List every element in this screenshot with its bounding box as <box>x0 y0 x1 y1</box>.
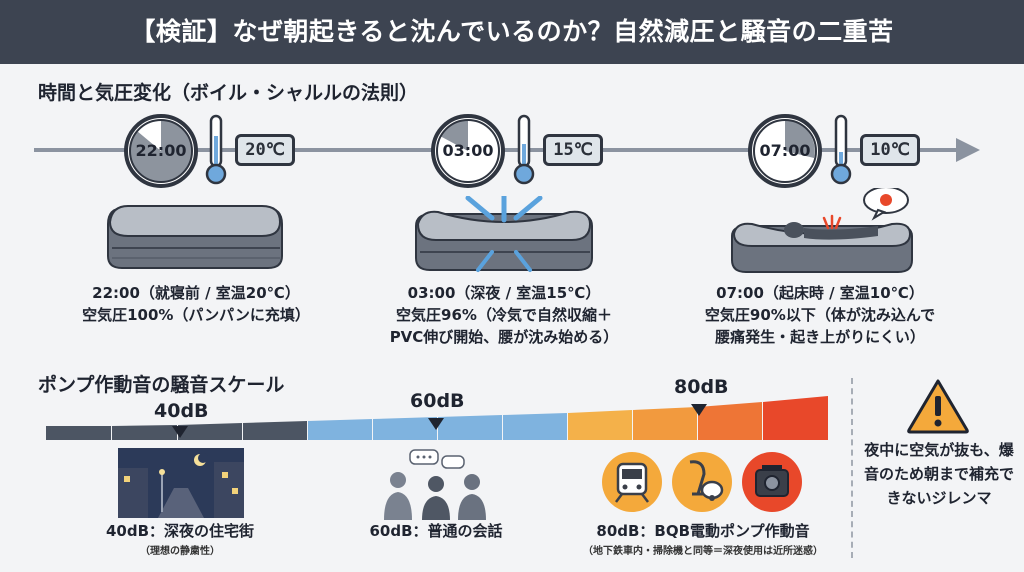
noise-caption-40: 40dB：深夜の住宅街 <box>105 522 255 540</box>
conversation-people-icon <box>384 449 486 520</box>
db-label-40: 40dB <box>154 400 209 422</box>
thermometer-icon <box>513 114 535 185</box>
header-banner: 【検証】なぜ朝起きると沈んでいるのか？自然減圧と騒音の二重苦 <box>0 0 1024 64</box>
temperature-display: 10℃ <box>860 134 920 166</box>
caption-line: 空気圧100%（パンパンに充填） <box>82 306 310 324</box>
timeline-title: 時間と気圧変化（ボイル・シャルルの法則） <box>38 82 419 104</box>
temperature-display: 15℃ <box>543 134 603 166</box>
timeline-arrowhead <box>956 138 980 162</box>
timeline-caption: 07:00（起床時 / 室温10℃） 空気圧90%以下（体が沈み込んで 腰痛発生… <box>670 282 970 348</box>
page-title: 【検証】なぜ朝起きると沈んでいるのか？自然減圧と騒音の二重苦 <box>130 17 894 46</box>
clock-time-label: 03:00 <box>442 141 494 160</box>
noise-caption-80: 80dB：BQB電動ポンプ作動音 <box>596 522 810 540</box>
caption-line: 22:00（就寝前 / 室温20℃） <box>92 284 300 302</box>
air-mattress-sagging-image <box>415 196 593 272</box>
noise-caption-60: 60dB：普通の会話 <box>369 522 503 540</box>
clock-icon: 03:00 <box>431 114 505 188</box>
noise-scale-bar <box>46 396 828 440</box>
timeline-caption: 22:00（就寝前 / 室温20℃） 空気圧100%（パンパンに充填） <box>46 282 346 326</box>
marker-40db-icon <box>172 426 188 438</box>
caption-line: 空気圧96%（冷気で自然収縮＋ <box>396 306 612 324</box>
db-label-80: 80dB <box>674 376 729 398</box>
timeline-caption: 03:00（深夜 / 室温15℃） 空気圧96%（冷気で自然収縮＋ PVC伸び開… <box>354 282 654 348</box>
warning-divider <box>851 378 853 558</box>
thermometer-icon <box>830 114 852 185</box>
clock-time-label: 22:00 <box>135 141 187 160</box>
warning-icon <box>907 379 969 434</box>
clock-face-icon <box>753 119 817 183</box>
clock-face-icon <box>129 119 193 183</box>
caption-line: 腰痛発生・起き上がりにくい） <box>715 328 925 346</box>
caption-line: 空気圧90%以下（体が沈み込んで <box>704 306 936 324</box>
air-mattress-full-image <box>107 205 283 269</box>
caption-line: 03:00（深夜 / 室温15℃） <box>407 284 601 302</box>
marker-60db-icon <box>428 418 444 430</box>
vacuum-cleaner-icon <box>672 452 732 512</box>
warning-message: 夜中に空気が抜も、爆音のため朝まで補充できないジレンマ <box>864 441 1015 507</box>
clock-face-icon <box>436 119 500 183</box>
temperature-display: 20℃ <box>235 134 295 166</box>
clock-icon: 22:00 <box>124 114 198 188</box>
noise-subcaption-80: （地下鉄車内・掃除機と同等＝深夜使用は近所迷惑） <box>583 546 823 557</box>
noise-subcaption-40: （理想の静粛性） <box>140 546 220 557</box>
noise-scale-title: ポンプ作動音の騒音スケール <box>38 374 285 396</box>
clock-time-label: 07:00 <box>759 141 811 160</box>
night-street-image <box>118 448 244 518</box>
marker-80db-icon <box>691 404 707 416</box>
electric-pump-icon <box>742 452 802 512</box>
air-mattress-person-image <box>731 188 913 273</box>
caption-line: PVC伸び開始、腰が沈み始める） <box>389 328 619 346</box>
db-label-60: 60dB <box>410 390 465 412</box>
caption-line: 07:00（起床時 / 室温10℃） <box>716 284 924 302</box>
train-icon <box>602 452 662 512</box>
clock-icon: 07:00 <box>748 114 822 188</box>
thermometer-icon <box>205 114 227 185</box>
